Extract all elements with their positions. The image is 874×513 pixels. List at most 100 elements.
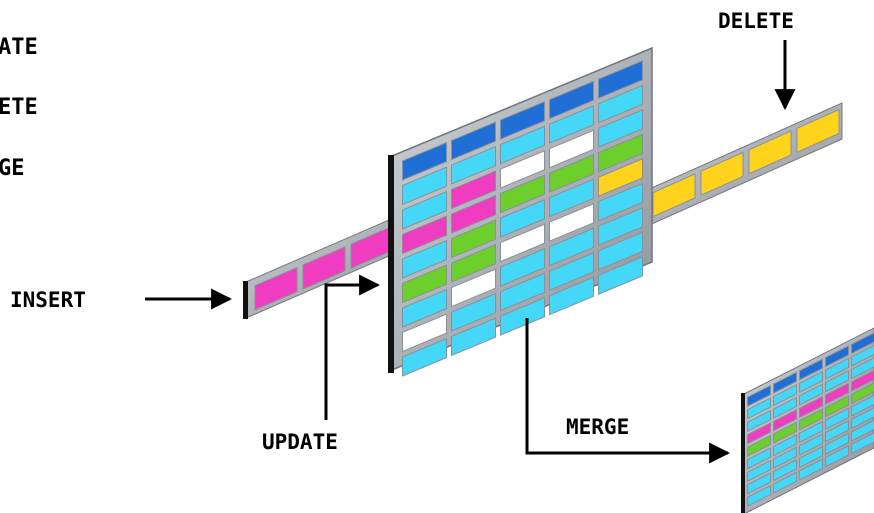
merged-table-cell [747,484,771,508]
merged-table-cell [747,434,771,458]
left-list-item-2: ETE [0,95,38,120]
table-cell [402,313,447,353]
merged-table-cell [747,409,771,433]
merged-table-cell [825,370,849,393]
table-cell [451,194,496,234]
table-cell [451,145,496,185]
merged-table-cell [851,394,874,417]
table-cell [598,182,643,222]
table-cell [451,268,496,308]
merged-table-cell [851,382,874,405]
table-cell [500,198,545,238]
merged-table-cell [747,472,771,495]
table-cell [549,203,594,242]
merged-table-cell [825,432,849,455]
table-cell [451,121,496,161]
merged-table-cell [825,357,849,380]
insert-row-edge [243,281,248,319]
table-cell [402,288,447,328]
merged-table-cell [799,420,823,444]
target-table-edge [388,155,394,373]
table-cell [500,149,545,189]
merged-table-cell [747,422,771,445]
merged-table-cell [825,445,849,468]
table-cell [500,125,545,165]
left-list-item-3: GE [0,156,25,181]
merged-table-cell [799,395,823,419]
delete-row-cell [700,151,744,196]
merged-table-cell [773,421,797,444]
merged-table-cell [799,370,823,394]
left-list-item-1: ATE [0,35,38,60]
merged-table-cell [825,407,849,430]
table-cell [549,105,594,144]
merged-table [741,327,874,513]
table-cell [598,133,643,173]
table-cell [402,239,447,279]
merged-table-cell [851,407,874,430]
merged-table-cell [773,434,797,457]
table-cell [598,60,643,99]
delete-row-strip [597,102,843,249]
table-cell [402,337,447,377]
table-cell [500,296,545,336]
table-cell [451,243,496,283]
table-cell [598,84,643,124]
table-cell [598,207,643,246]
merged-table-cell [851,332,874,355]
merged-table-cell [851,419,874,442]
table-cell [549,80,594,120]
merged-table-cell [799,358,823,381]
merged-table-cell [799,445,823,469]
table-cell [402,166,447,206]
table-cell [451,292,496,332]
delete-row-cell [652,173,696,218]
table-cell [549,178,594,218]
table-cell [451,170,496,210]
delete-label: DELETE [718,9,794,33]
merged-table-cell [825,345,849,368]
merge-label: MERGE [566,415,629,439]
table-cell [402,141,447,181]
table-cell [500,223,545,263]
delete-row-cell [748,130,792,175]
merged-table-cell [773,446,797,469]
table-cell [402,215,447,255]
table-cell [549,227,594,267]
table-cell [549,154,594,193]
merged-table-edge [741,393,745,513]
table-cell [598,231,643,271]
insert-label: INSERT [10,288,86,312]
merged-table-cell [747,397,771,420]
merged-table-cell [825,382,849,405]
merge-arrow [525,318,731,464]
merged-table-cell [799,433,823,456]
merged-table-cell [773,384,797,407]
merged-table-cell [773,396,797,419]
merged-table-cell [799,408,823,431]
table-cell [500,272,545,312]
left-text-list: ATE ETE GE [0,35,38,181]
insert-row-cell [302,246,346,290]
table-cell [402,264,447,304]
merged-table-cell [773,409,797,432]
merged-table-cell [799,458,823,481]
table-cell [500,174,545,214]
table-cell [549,276,594,316]
merged-table-cell [825,395,849,418]
table-cell [549,129,594,169]
table-cell [549,252,594,291]
insert-row-cell [254,266,298,311]
merged-table-cell [773,459,797,482]
merged-table-cell [851,432,874,455]
table-cell [598,109,643,148]
target-table [388,46,653,377]
table-cell [598,158,643,197]
table-cell [500,100,545,140]
merged-table-cell [747,384,771,408]
merged-table-cell [773,471,797,494]
merged-table-cell [747,459,771,483]
table-cell [598,256,643,295]
merged-table-cell [851,344,874,367]
